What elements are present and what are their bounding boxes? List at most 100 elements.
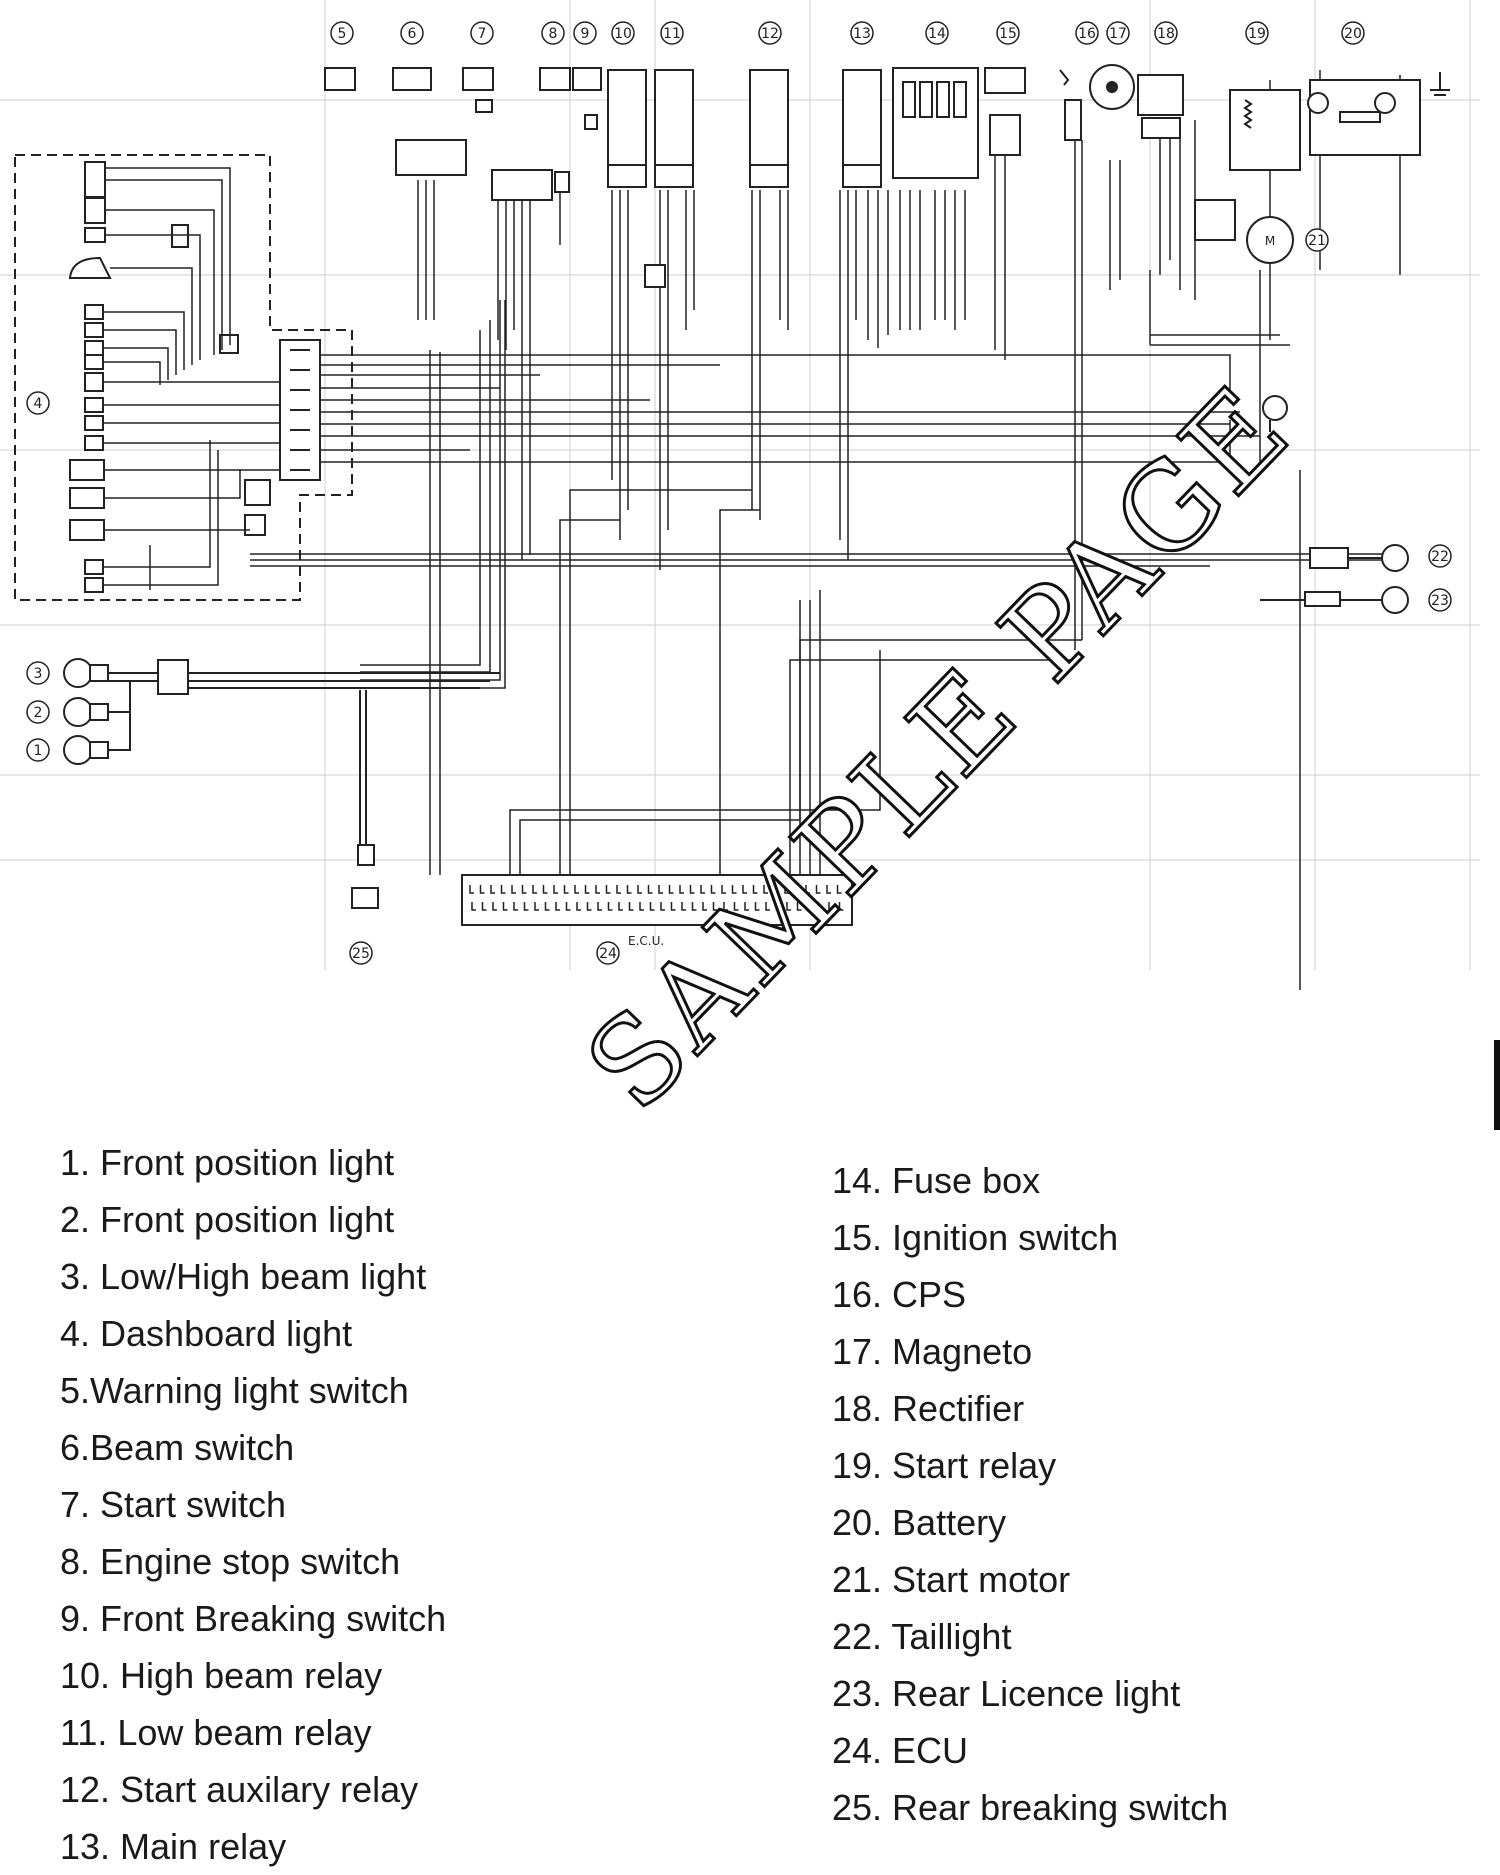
ecu-pin: [763, 885, 768, 894]
ecu-pin: [605, 885, 611, 894]
legend-item: 10. High beam relay: [60, 1655, 383, 1696]
legend-item: 2. Front position light: [60, 1199, 395, 1240]
legend-item: 12. Start auxilary relay: [60, 1769, 419, 1810]
legend-item: 8. Engine stop switch: [60, 1541, 401, 1582]
ecu-pin: [794, 885, 800, 894]
ecu-pin: [523, 902, 529, 911]
callout-circle: [596, 941, 620, 965]
ecu-pin: [628, 902, 634, 911]
legend-item: 9. Front Breaking switch: [60, 1598, 447, 1639]
callout-number: 14: [928, 26, 946, 42]
ecu-pin: [658, 885, 663, 894]
switch-connectors: [324, 67, 602, 201]
callout-number: 12: [761, 26, 779, 42]
callout-number: 23: [1431, 593, 1449, 609]
ecu-pin: [815, 885, 821, 894]
ecu-pin: [826, 885, 831, 894]
callout-circle: [850, 21, 874, 45]
callout-circle: [611, 21, 635, 45]
ecu-pin: [492, 902, 497, 911]
callout-circle: [349, 941, 373, 965]
ecu-pin: [836, 885, 842, 894]
callout-circle: [26, 700, 50, 724]
ecu-pin: [490, 885, 495, 894]
ecu-pin: [731, 885, 737, 894]
legend-item: 24. ECU: [832, 1730, 969, 1771]
callout-circle: [573, 21, 597, 45]
callout-number: 8: [549, 26, 558, 42]
ecu-pin: [595, 885, 600, 894]
callout-number: 2: [34, 705, 43, 721]
ecu-pin: [639, 902, 644, 911]
legend-left: 1. Front position light 2. Front positio…: [60, 1134, 446, 1875]
ecu-pin: [679, 885, 684, 894]
ecu-label: E.C.U.: [628, 934, 664, 948]
callout-number: 15: [999, 26, 1017, 42]
legend-item: 15. Ignition switch: [832, 1217, 1119, 1258]
legend-item: 16. CPS: [832, 1274, 967, 1315]
callout-circle: [26, 661, 50, 685]
callout-circle: [660, 21, 684, 45]
callout-circle: [1341, 21, 1365, 45]
callout-circle: [1075, 21, 1099, 45]
callout-number: 7: [478, 26, 487, 42]
rear-lights: [1260, 544, 1409, 614]
ecu-pin: [828, 902, 833, 911]
ecu-pin: [775, 902, 781, 911]
generator-group: [1059, 64, 1184, 141]
legend-item: 1. Front position light: [60, 1142, 395, 1183]
ecu-pin: [838, 902, 844, 911]
ecu-pin: [765, 902, 770, 911]
ecu-pin: [784, 885, 789, 894]
callout-circle: [470, 21, 494, 45]
callout-circle: [758, 21, 782, 45]
ecu-pin: [469, 885, 474, 894]
callout-number: 9: [581, 26, 590, 42]
motor-label: M: [1265, 234, 1275, 248]
callout-circle: [26, 738, 50, 762]
ecu-pin: [563, 885, 569, 894]
ecu-pin: [723, 902, 728, 911]
ecu-pin: [544, 902, 550, 911]
ecu-pin: [721, 885, 726, 894]
callout-number: 18: [1157, 26, 1175, 42]
callout-circle: [1428, 588, 1452, 612]
ecu-pin: [649, 902, 655, 911]
ecu-pin: [481, 902, 487, 911]
callout-circle: [330, 21, 354, 45]
callout-number: 25: [352, 946, 370, 962]
ecu-pin: [689, 885, 695, 894]
ecu-pin: [637, 885, 642, 894]
ecu-pin: [513, 902, 518, 911]
ecu-pin: [471, 902, 476, 911]
ecu-pin: [532, 885, 537, 894]
fuse-box: [892, 67, 979, 179]
ecu-pin: [616, 885, 621, 894]
callout-circle: [541, 21, 565, 45]
legend-item: 14. Fuse box: [832, 1160, 1041, 1201]
legend-item: 13. Main relay: [60, 1826, 287, 1867]
legend-right: 14. Fuse box 15. Ignition switch 16. CPS…: [832, 1152, 1228, 1836]
ecu-pin: [702, 902, 707, 911]
ecu-pin: [744, 902, 749, 911]
callout-circle: [1106, 21, 1130, 45]
ecu-pin: [700, 885, 705, 894]
ecu-pin: [574, 885, 579, 894]
diagram-grid: [0, 0, 1480, 970]
legend-item: 3. Low/High beam light: [60, 1256, 427, 1297]
ecu-pin: [553, 885, 558, 894]
callout-circle: [996, 21, 1020, 45]
callout-number: 16: [1078, 26, 1096, 42]
callout-circle: [925, 21, 949, 45]
callout-number: 6: [408, 26, 417, 42]
callout-number: 20: [1344, 26, 1362, 42]
ignition-switch: [984, 67, 1026, 156]
callout-circle: [26, 391, 50, 415]
callout-number: 13: [853, 26, 871, 42]
ecu-pin: [752, 885, 758, 894]
front-lights: [63, 658, 500, 765]
callout-number: 17: [1109, 26, 1127, 42]
ecu-pin: [668, 885, 674, 894]
ecu-pin: [807, 902, 812, 911]
ecu-pin: [542, 885, 548, 894]
